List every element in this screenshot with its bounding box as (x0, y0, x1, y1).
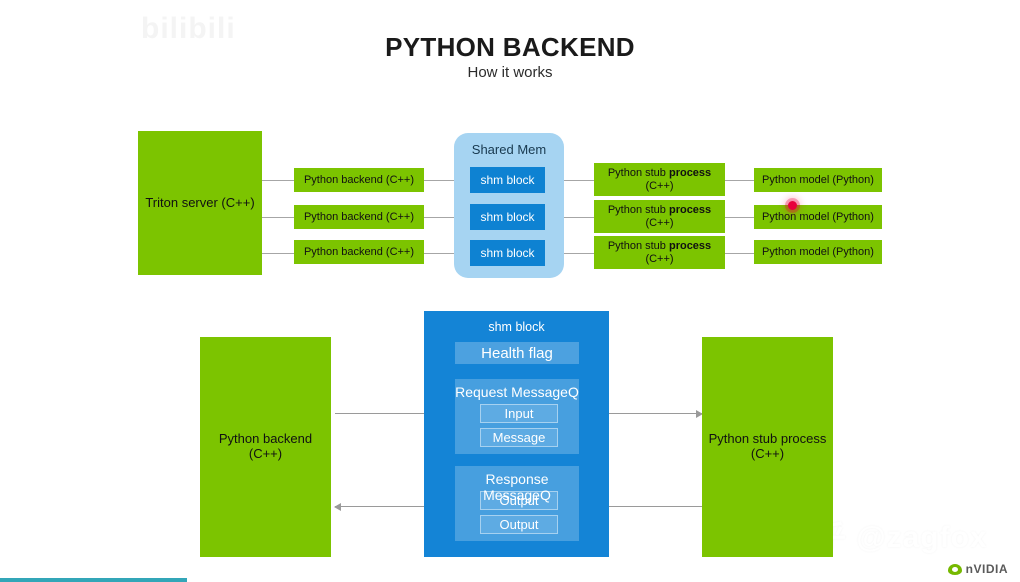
connector-stub-model-3 (724, 253, 755, 254)
python-stub-line1-1: Python stub process (608, 167, 711, 180)
python-stub-line1-2: Python stub process (608, 204, 711, 217)
nvidia-logo: nVIDIA (947, 562, 1008, 576)
connector-backend-shm-2 (423, 217, 471, 218)
bottom-backend-line2: (C++) (248, 446, 283, 461)
shm-block-2[interactable]: shm block (470, 204, 545, 230)
connector-backend-shm-3 (423, 253, 471, 254)
python-backend-box-1[interactable]: Python backend (C++) (294, 168, 424, 192)
python-stub-bold-1: process (668, 166, 712, 179)
python-backend-label-1: Python backend (C++) (303, 173, 415, 186)
nvidia-eye-icon (947, 563, 962, 575)
video-progress-fill (0, 578, 187, 582)
request-slot-message-label: Message (492, 430, 546, 445)
shm-block-label-3: shm block (480, 246, 535, 260)
zhihu-handle: @zagfox (856, 521, 988, 554)
shm-block-detail-panel: shm block Health flag Request MessageQ I… (424, 311, 609, 557)
health-flag-box[interactable]: Health flag (455, 342, 579, 364)
triton-server-box[interactable]: Triton server (C++) (138, 131, 262, 275)
request-messageq-panel: Request MessageQ Input Message (455, 379, 579, 454)
response-messageq-title: Response MessageQ (483, 471, 551, 503)
python-model-box-2[interactable]: Python model (Python) (754, 205, 882, 229)
response-slot-output-1-label: Output (499, 493, 539, 508)
response-slot-output-1[interactable]: Output (480, 491, 558, 510)
connector-stub-model-2 (724, 217, 755, 218)
bottom-stub-line2: (C++) (750, 446, 785, 461)
python-model-label-1: Python model (Python) (762, 173, 874, 186)
python-backend-box-3[interactable]: Python backend (C++) (294, 240, 424, 264)
nvidia-logo-text: nVIDIA (965, 562, 1008, 576)
video-progress-track[interactable] (0, 578, 1020, 582)
shared-mem-title: Shared Mem (471, 142, 547, 157)
connector-stub-model-1 (724, 180, 755, 181)
shm-block-label-2: shm block (480, 210, 535, 224)
bottom-python-backend-box[interactable]: Python backend (C++) (200, 337, 331, 557)
python-backend-label-3: Python backend (C++) (303, 245, 415, 258)
python-stub-box-1[interactable]: Python stub process (C++) (594, 163, 725, 196)
shm-block-detail-title: shm block (488, 320, 545, 334)
request-slot-message[interactable]: Message (480, 428, 558, 447)
request-slot-input[interactable]: Input (480, 404, 558, 423)
python-model-label-3: Python model (Python) (762, 245, 874, 258)
python-stub-line1-3: Python stub process (608, 240, 711, 253)
bottom-stub-line1: Python stub process (708, 431, 827, 447)
python-stub-bold-2: process (668, 203, 712, 216)
request-messageq-title: Request MessageQ (455, 384, 579, 400)
arrow-shm-to-backend (334, 502, 453, 511)
python-stub-prefix-1: Python stub (607, 166, 669, 179)
connector-triton-backend-3 (262, 253, 296, 254)
shm-block-3[interactable]: shm block (470, 240, 545, 266)
python-backend-box-2[interactable]: Python backend (C++) (294, 205, 424, 229)
python-model-box-3[interactable]: Python model (Python) (754, 240, 882, 264)
page-subtitle: How it works (467, 64, 553, 81)
health-flag-label: Health flag (481, 344, 553, 362)
python-stub-prefix-2: Python stub (607, 203, 669, 216)
python-stub-line2-2: (C++) (645, 216, 674, 229)
triton-server-label: Triton server (C++) (145, 194, 255, 210)
connector-triton-backend-2 (262, 217, 296, 218)
connector-shm-stub-3 (544, 253, 597, 254)
connector-backend-shm-1 (423, 180, 471, 181)
bottom-backend-line1: Python backend (218, 431, 313, 447)
request-slot-input-label: Input (504, 406, 534, 421)
python-stub-line2-3: (C++) (645, 252, 674, 265)
connector-shm-stub-1 (544, 180, 597, 181)
python-model-label-2: Python model (Python) (762, 210, 874, 223)
python-stub-prefix-3: Python stub (607, 239, 669, 252)
python-model-box-1[interactable]: Python model (Python) (754, 168, 882, 192)
response-messageq-panel: Response MessageQ Output Output (455, 466, 579, 541)
python-stub-line2-1: (C++) (645, 179, 674, 192)
connector-shm-stub-2 (544, 217, 597, 218)
response-slot-output-2-label: Output (499, 517, 539, 532)
bilibili-tv-icon (931, 455, 999, 515)
arrow-shm-to-stub (583, 409, 703, 418)
python-stub-bold-3: process (668, 239, 712, 252)
page-title: PYTHON BACKEND (385, 32, 635, 62)
bottom-python-stub-box[interactable]: Python stub process (C++) (702, 337, 833, 557)
connector-triton-backend-1 (262, 180, 296, 181)
shm-block-1[interactable]: shm block (470, 167, 545, 193)
mouse-cursor-indicator (788, 201, 797, 210)
response-slot-output-2[interactable]: Output (480, 515, 558, 534)
python-backend-label-2: Python backend (C++) (303, 210, 415, 223)
python-stub-box-2[interactable]: Python stub process (C++) (594, 200, 725, 233)
python-stub-box-3[interactable]: Python stub process (C++) (594, 236, 725, 269)
bilibili-watermark: bilibili (141, 12, 236, 45)
shm-block-label-1: shm block (480, 173, 535, 187)
